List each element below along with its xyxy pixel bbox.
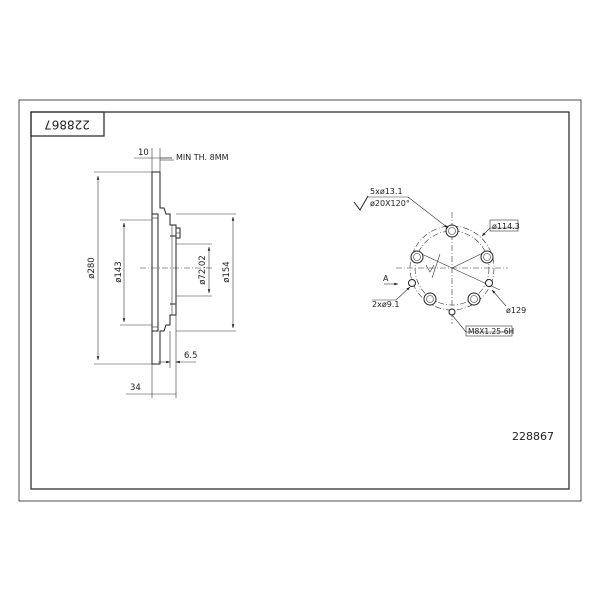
bolt-hole: [480, 250, 494, 264]
locator-hole: [485, 279, 493, 287]
threaded-hole: [448, 308, 456, 316]
section-mark: A: [383, 274, 389, 283]
locator-holes-label: 2xø9.1: [372, 300, 399, 309]
thread-label: M8X1.25-6H: [468, 327, 514, 336]
locator-circle: [409, 225, 495, 311]
pcd-circle: [414, 230, 490, 306]
part-number-rotated: 228867: [44, 118, 90, 132]
title-box: 228867: [30, 111, 105, 137]
dim-hub-bore: ø72.02: [198, 255, 208, 285]
chamfer-label: ø20X120°: [370, 199, 410, 208]
dim-thickness: 10: [138, 148, 149, 158]
dim-height: 34: [130, 383, 141, 393]
dim-hub-outer: ø154: [222, 261, 232, 282]
pcd-label: ø114.3: [492, 222, 520, 231]
dim-143: ø143: [114, 261, 124, 282]
bolt-hole: [445, 224, 459, 238]
inner-frame: [30, 111, 570, 490]
chamfer-symbol: [353, 195, 369, 211]
side-view: 10 MIN TH. 8MM ø280 ø143 ø72.02 ø154 6.5: [87, 148, 236, 398]
dim-offset: 6.5: [184, 351, 198, 361]
part-number: 228867: [512, 430, 554, 443]
front-view: 5xø13.1 ø20X120° ø114.3 2xø9.1 ø129 M8X1…: [353, 187, 526, 337]
outer-frame: [18, 99, 582, 502]
bolt-hole: [423, 292, 437, 306]
bolt-holes-label: 5xø13.1: [370, 187, 403, 196]
bolt-hole: [467, 292, 481, 306]
dim-outer-diameter: ø280: [87, 257, 97, 278]
hub-tube: [152, 213, 159, 332]
min-thickness-label: MIN TH. 8MM: [176, 153, 229, 162]
locator-circle-label: ø129: [506, 306, 526, 315]
bolt-hole: [410, 250, 424, 264]
locator-hole: [408, 279, 416, 287]
